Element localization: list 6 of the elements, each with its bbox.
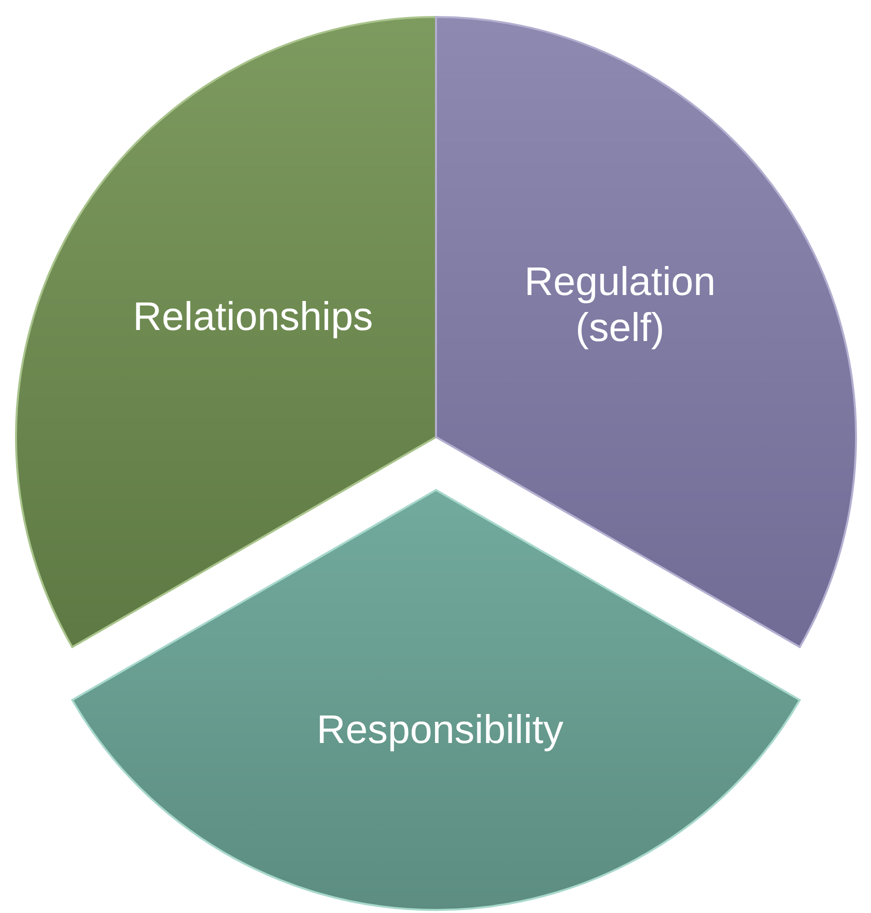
pie-segment [436, 17, 856, 647]
segment-label: Responsibility [316, 707, 564, 753]
pie-segment [72, 490, 800, 910]
pie-segment [16, 17, 436, 647]
segment-label: Relationships [132, 294, 374, 340]
segment-label: Regulation (self) [523, 259, 717, 351]
